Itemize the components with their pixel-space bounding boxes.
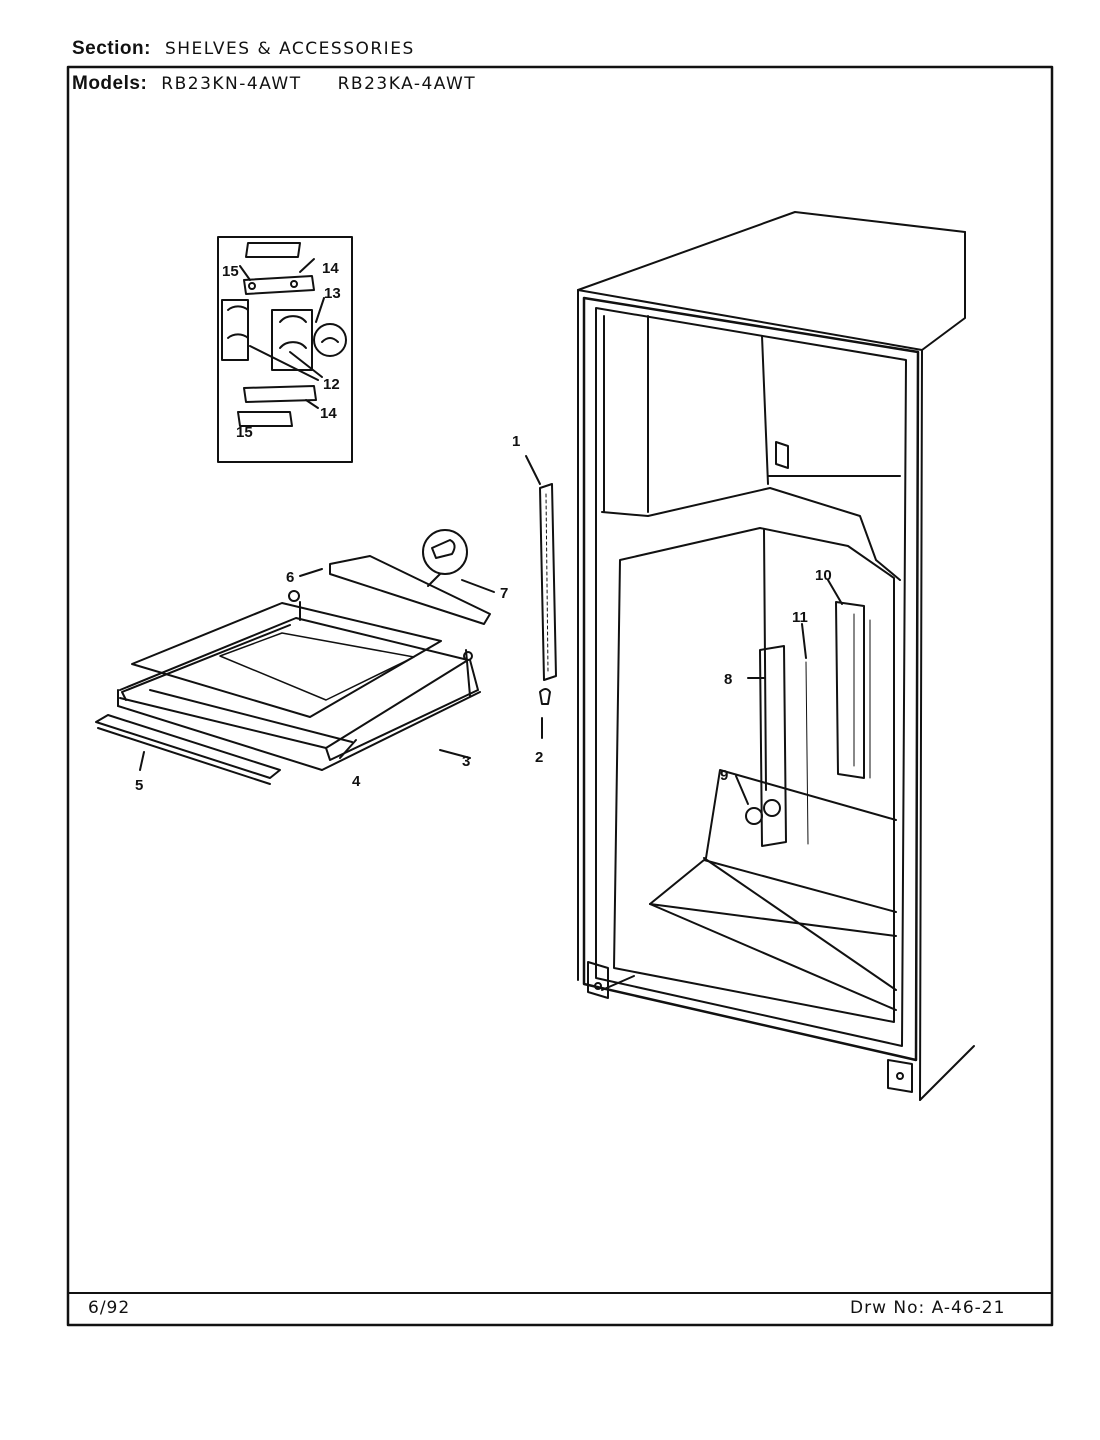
- callout-4: 4: [352, 773, 361, 790]
- revision-date: 6/92: [88, 1298, 131, 1318]
- callout-8: 8: [724, 671, 732, 688]
- refrigerator-cabinet: [577, 211, 975, 1101]
- callout-15-bottom: 15: [236, 424, 253, 441]
- callout-6: 6: [286, 569, 294, 586]
- callout-3: 3: [462, 753, 470, 770]
- callout-15-top: 15: [222, 263, 239, 280]
- shelf-assembly: [95, 529, 495, 785]
- drawing-frame: [66, 65, 1054, 1327]
- section-value: SHELVES & ACCESSORIES: [164, 39, 415, 59]
- callout-11: 11: [792, 609, 808, 626]
- models-label: Models:: [72, 73, 148, 94]
- callout-14-bottom: 14: [320, 405, 337, 422]
- callout-14-top: 14: [322, 260, 339, 277]
- callout-2: 2: [535, 749, 543, 766]
- callout-12: 12: [323, 376, 340, 393]
- inset-door-rack-detail: [217, 236, 353, 463]
- section-heading: Section: SHELVES & ACCESSORIES: [72, 38, 415, 60]
- callout-13: 13: [324, 285, 341, 302]
- model-number-2: RB23KA-4AWT: [337, 74, 477, 94]
- section-label: Section:: [72, 38, 151, 59]
- callout-7: 7: [500, 585, 508, 602]
- model-number-1: RB23KN-4AWT: [161, 74, 302, 94]
- shelf-support-strip: [525, 455, 557, 739]
- callout-10: 10: [815, 567, 832, 584]
- callout-5: 5: [135, 777, 143, 794]
- callout-1: 1: [512, 433, 520, 450]
- callout-labels: 1 2 3 4 5 6 7 8 9 10 11 12 13 14 14 15 1…: [135, 260, 832, 794]
- callout-9: 9: [720, 767, 728, 784]
- models-heading: Models: RB23KN-4AWT RB23KA-4AWT: [72, 73, 498, 95]
- drawing-number: Drw No: A-46-21: [850, 1298, 1006, 1318]
